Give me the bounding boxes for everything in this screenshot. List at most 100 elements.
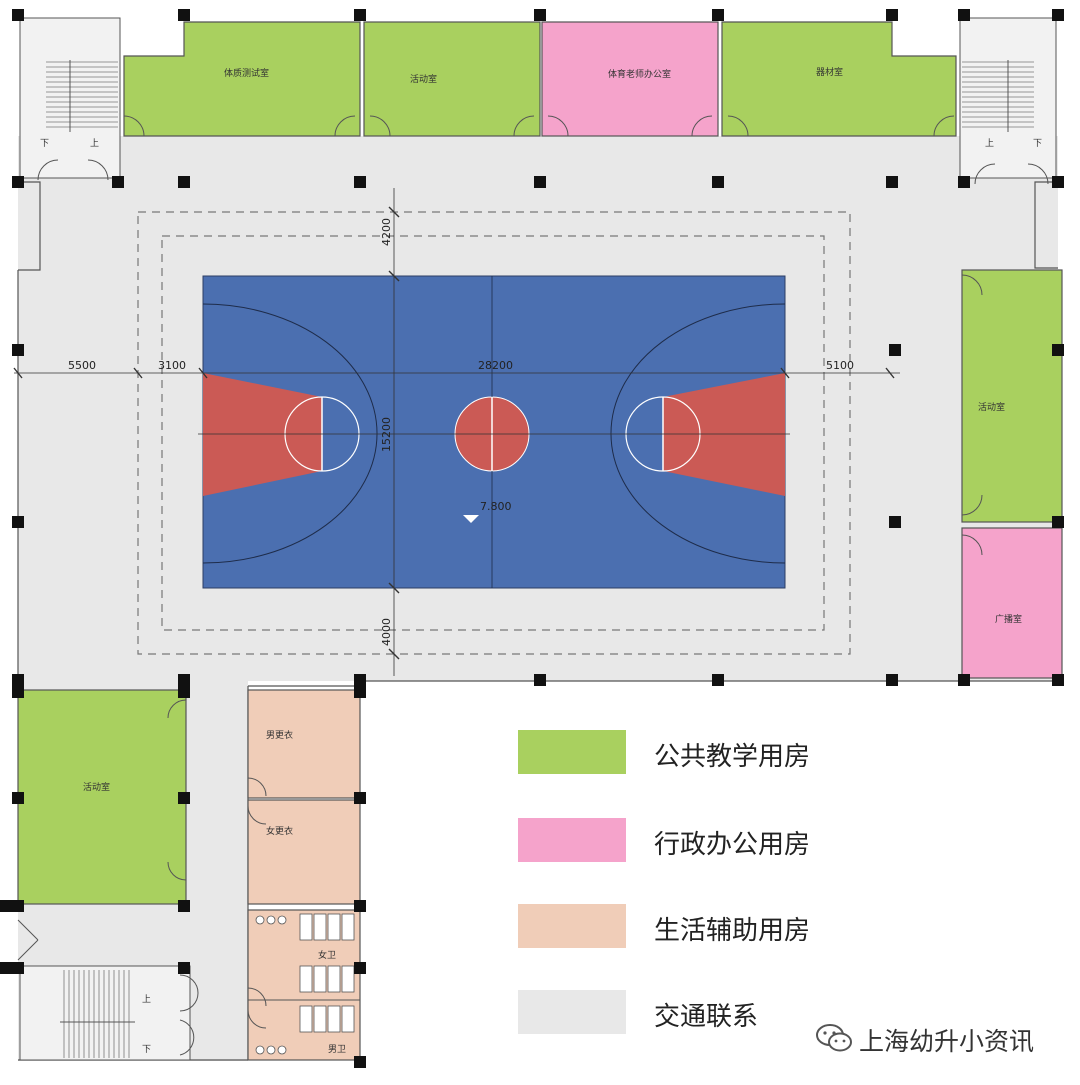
column xyxy=(12,516,24,528)
toilet-stall xyxy=(299,1005,313,1033)
stair-door xyxy=(37,159,109,181)
left-three-point-arc xyxy=(202,303,378,564)
stair-side-door xyxy=(179,974,199,1056)
room-label-nan-gengyi: 男更衣 xyxy=(266,729,293,741)
column xyxy=(354,686,366,698)
room-nv-gengyi xyxy=(247,799,361,905)
wash-basin xyxy=(255,1045,265,1055)
column xyxy=(958,9,970,21)
column xyxy=(178,900,190,912)
watermark: 上海幼升小资讯 xyxy=(815,1020,1065,1056)
column xyxy=(712,176,724,188)
column xyxy=(12,674,24,686)
toilet-stall xyxy=(341,1005,355,1033)
toilet-stall xyxy=(327,965,341,993)
legend-label-support: 生活辅助用房 xyxy=(654,916,811,946)
toilet-stall xyxy=(327,1005,341,1033)
dim-label-28200: 28200 xyxy=(478,359,513,372)
legend-item-admin: 行政办公用房 xyxy=(518,818,938,864)
column xyxy=(178,686,190,698)
column xyxy=(12,176,24,188)
column xyxy=(1052,176,1064,188)
dimension-lines xyxy=(14,188,900,676)
column xyxy=(178,9,190,21)
wash-basin xyxy=(277,915,287,925)
room-label-huodong-right: 活动室 xyxy=(978,401,1005,413)
room-label-tizhi-ceshi: 体质测试室 xyxy=(224,67,269,79)
column xyxy=(178,674,190,686)
room-tiyu-laoshi xyxy=(541,21,719,137)
room-label-nv-gengyi: 女更衣 xyxy=(266,825,293,837)
column xyxy=(1052,9,1064,21)
room-guangbo xyxy=(961,527,1063,679)
wall-west-notch xyxy=(18,181,41,271)
stair-top-right: 上 下 xyxy=(959,17,1057,185)
dim-label-3100: 3100 xyxy=(158,359,186,372)
top-rooms xyxy=(123,21,957,137)
stair-label-up: 上 xyxy=(142,994,151,1005)
column xyxy=(958,176,970,188)
stair-door xyxy=(17,919,39,961)
toilet-stall xyxy=(327,913,341,941)
right-key xyxy=(663,373,785,496)
column xyxy=(112,176,124,188)
room-label-nv-wc: 女卫 xyxy=(318,949,336,961)
column xyxy=(354,176,366,188)
column xyxy=(354,962,366,974)
toilet-stall xyxy=(341,913,355,941)
legend-item-traffic: 交通联系 xyxy=(518,990,938,1036)
column xyxy=(1052,674,1064,686)
column xyxy=(712,674,724,686)
column xyxy=(178,176,190,188)
stair-bottom-left: 上 下 xyxy=(17,919,199,1061)
legend-item-teaching: 公共教学用房 xyxy=(518,730,938,776)
inner-dashed-boundary xyxy=(161,235,825,631)
stair-label-up: 上 xyxy=(985,138,994,149)
columns xyxy=(0,9,1064,1068)
room-label-guangbo: 广播室 xyxy=(995,613,1022,625)
toilet-stalls xyxy=(255,913,355,1055)
column xyxy=(886,674,898,686)
wall-east-notch xyxy=(1034,181,1058,269)
column xyxy=(1052,344,1064,356)
room-label-qicai: 器材室 xyxy=(816,66,843,78)
column xyxy=(886,9,898,21)
support-rooms xyxy=(247,689,361,1061)
stair-top-left: 下 上 xyxy=(19,17,121,181)
column xyxy=(712,9,724,21)
legend-item-support: 生活辅助用房 xyxy=(518,904,938,950)
room-tizhi-ceshi xyxy=(123,21,361,137)
column xyxy=(534,9,546,21)
stair-steps xyxy=(63,970,130,1058)
column xyxy=(12,962,24,974)
room-label-nan-wc: 男卫 xyxy=(328,1044,346,1055)
south-corridor xyxy=(190,681,248,1061)
dim-label-5100: 5100 xyxy=(826,359,854,372)
right-three-point-arc xyxy=(610,303,786,564)
wash-basin xyxy=(266,915,276,925)
stair-steps xyxy=(46,61,118,128)
room-label-tiyu-laoshi: 体育老师办公室 xyxy=(608,68,671,80)
column xyxy=(886,176,898,188)
legend-swatch-support xyxy=(518,904,626,948)
elevation-label: 7.800 xyxy=(480,500,512,513)
column xyxy=(534,176,546,188)
column xyxy=(534,674,546,686)
wash-basin xyxy=(255,915,265,925)
dim-label-4000: 4000 xyxy=(380,618,393,646)
column xyxy=(12,792,24,804)
wash-basin xyxy=(266,1045,276,1055)
column xyxy=(0,962,12,974)
stair-door xyxy=(974,163,1049,185)
column xyxy=(889,344,901,356)
outer-dashed-boundary xyxy=(137,211,851,655)
dimension-ticks xyxy=(13,206,895,660)
column xyxy=(178,962,190,974)
stair-label-down: 下 xyxy=(1033,139,1042,149)
toilet-stall xyxy=(299,965,313,993)
toilet-stall xyxy=(313,913,327,941)
column xyxy=(354,1056,366,1068)
legend-swatch-teaching xyxy=(518,730,626,774)
watermark-text: 上海幼升小资讯 xyxy=(859,1027,1035,1056)
